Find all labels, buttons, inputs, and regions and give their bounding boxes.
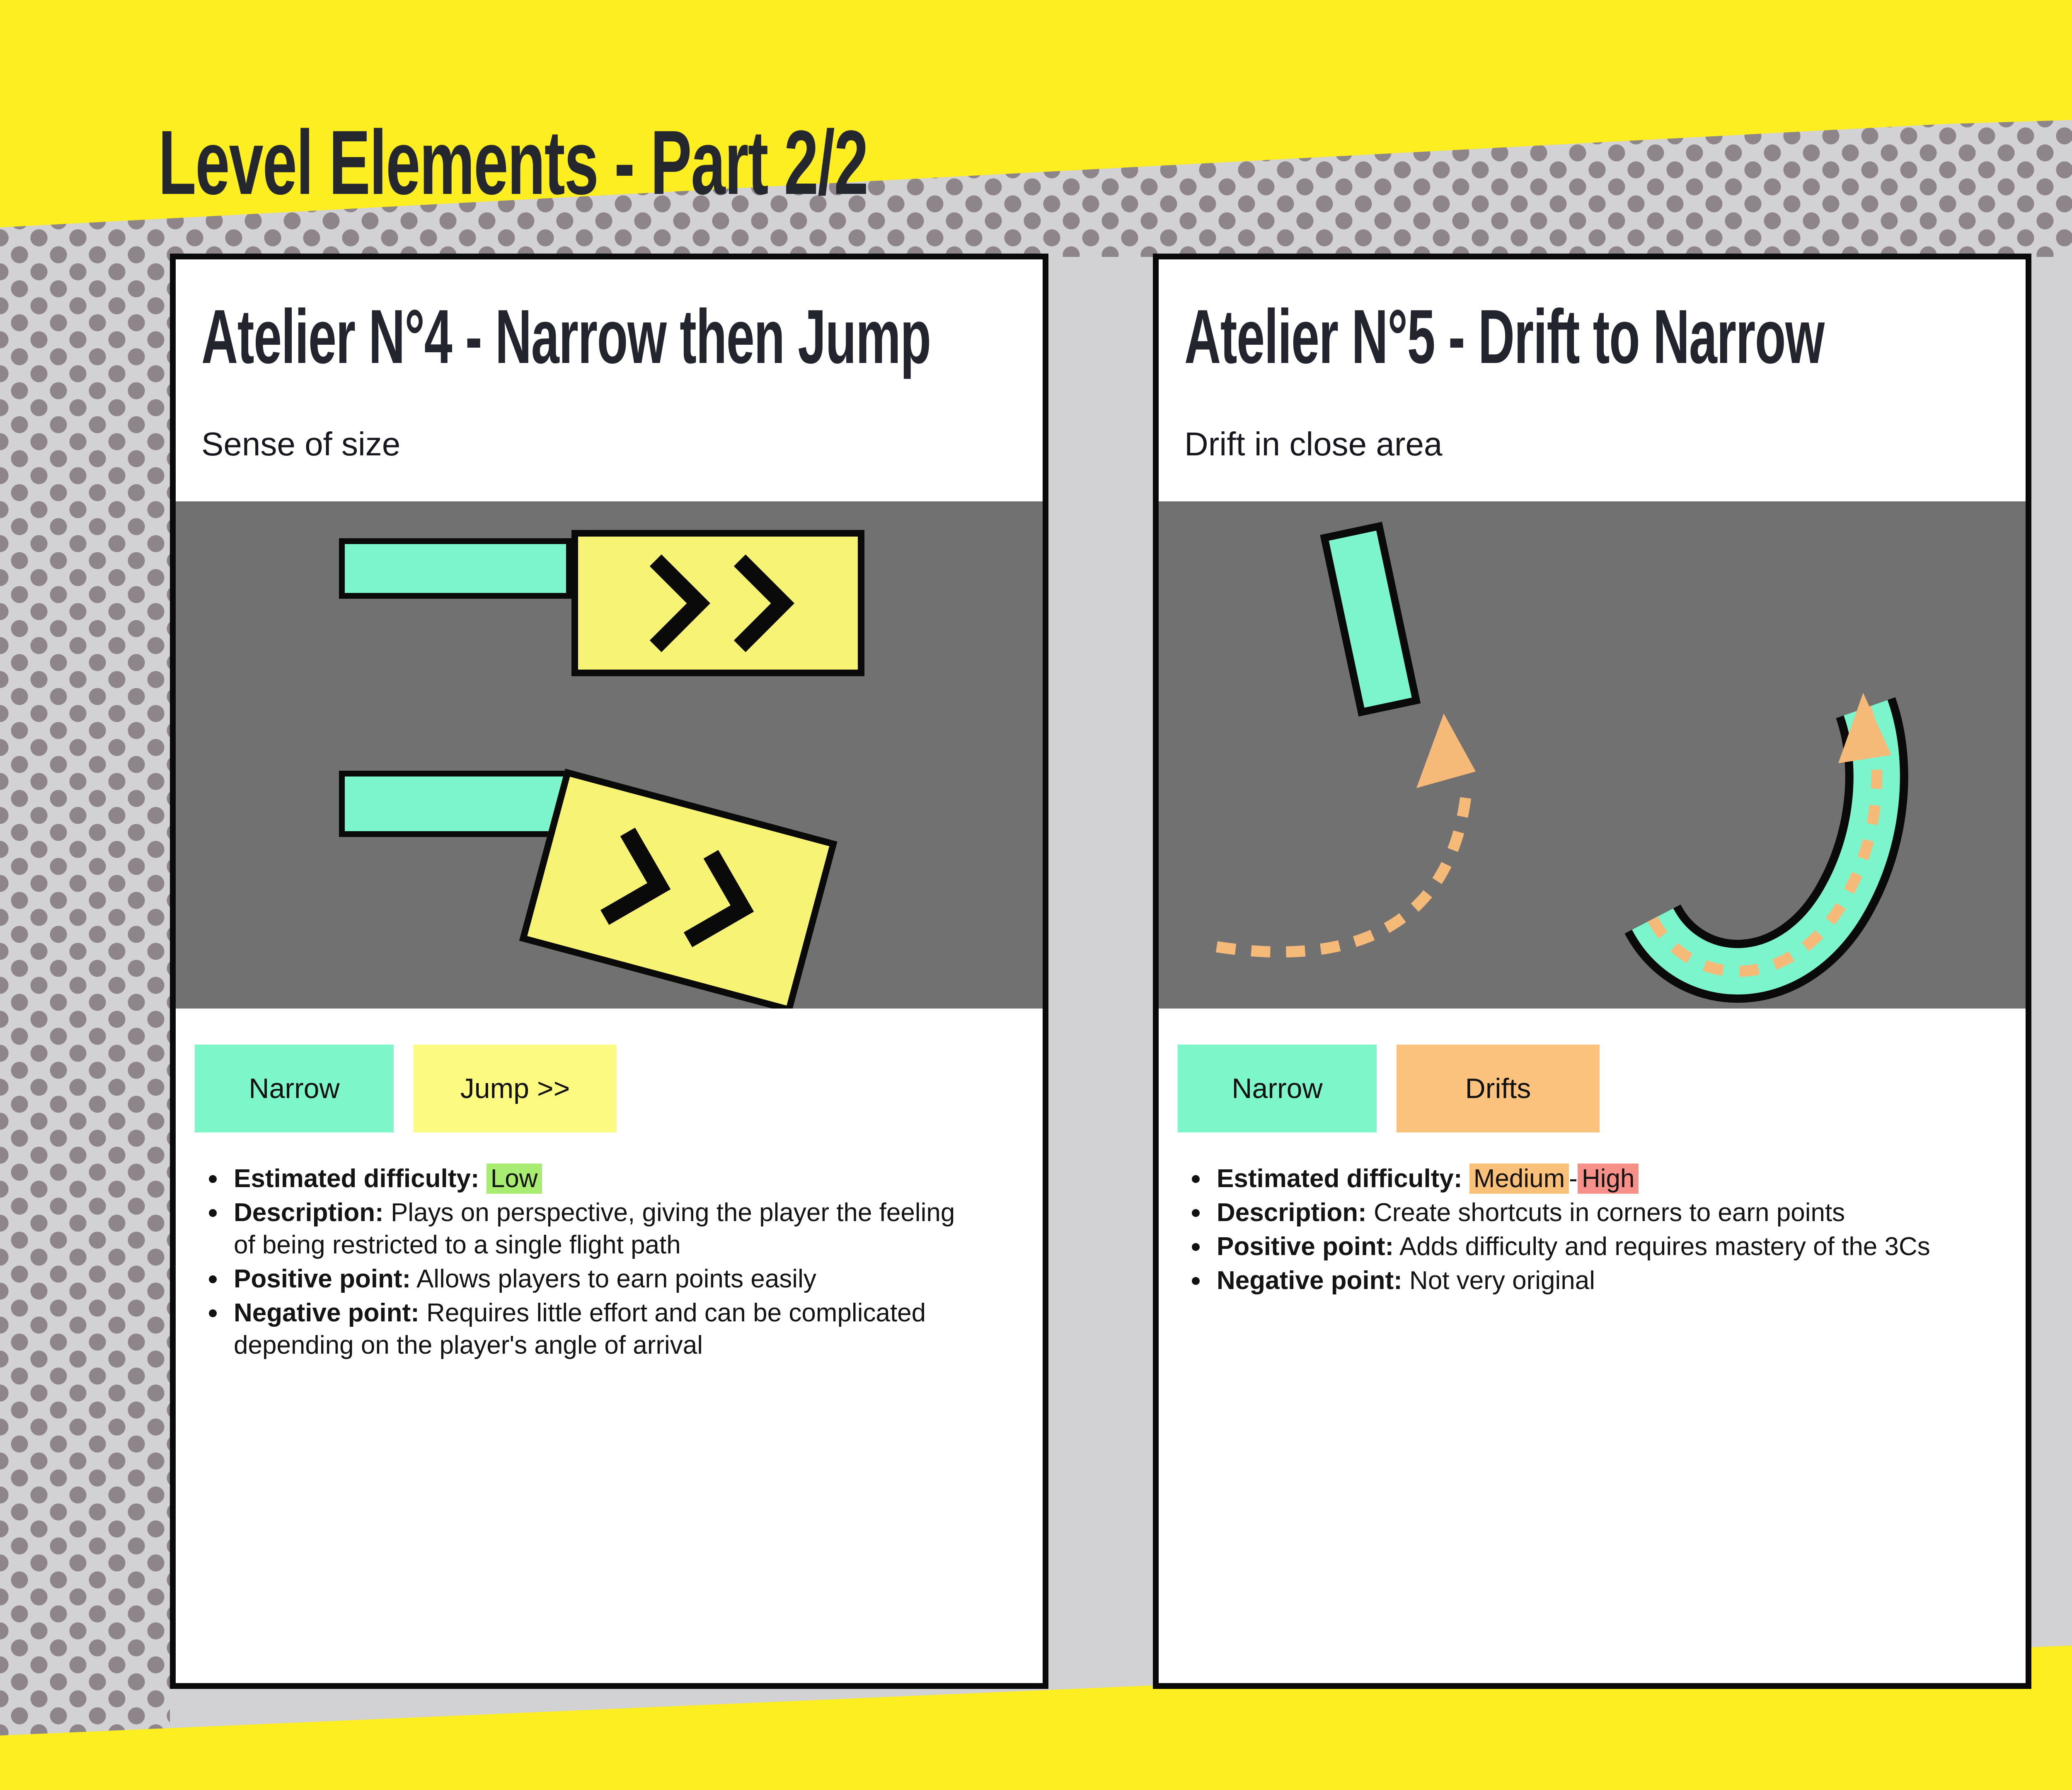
arrow-icon: [1838, 693, 1891, 763]
difficulty-badge: Low: [486, 1164, 542, 1194]
narrow-passage-shape: [339, 771, 572, 837]
bullet-difficulty: Estimated difficulty: Low: [205, 1163, 975, 1195]
halftone-pattern-left: [0, 0, 170, 1790]
difficulty-badge: High: [1577, 1164, 1639, 1194]
chevron-icon: [649, 554, 710, 652]
tag-jump: Jump >>: [414, 1045, 617, 1132]
tag-narrow: Narrow: [1178, 1045, 1377, 1132]
bullet-negative: Negative point: Requires little effort a…: [205, 1297, 975, 1362]
difficulty-badge: Medium: [1469, 1164, 1569, 1194]
card-subtitle: Drift in close area: [1184, 426, 1443, 462]
bullet-list: Estimated difficulty: Low Description: P…: [205, 1163, 975, 1363]
level-graphic-panel: [1159, 501, 2026, 1009]
bullet-description: Description: Plays on perspective, givin…: [205, 1197, 975, 1261]
card-title: Atelier N°4 - Narrow then Jump: [201, 294, 931, 380]
bullet-description: Description: Create shortcuts in corners…: [1188, 1197, 1958, 1229]
jump-pad-shape-rotated: [519, 769, 838, 1009]
bullet-negative: Negative point: Not very original: [1188, 1265, 1958, 1297]
card-atelier-4: Atelier N°4 - Narrow then Jump Sense of …: [170, 254, 1048, 1689]
bullet-list: Estimated difficulty: Medium-High Descri…: [1188, 1163, 1958, 1299]
page-title: Level Elements - Part 2/2: [158, 111, 869, 214]
card-title: Atelier N°5 - Drift to Narrow: [1184, 294, 1825, 380]
chevron-icon: [733, 554, 794, 652]
narrow-passage-shape: [339, 538, 572, 599]
card-atelier-5: Atelier N°5 - Drift to Narrow Drift in c…: [1153, 254, 2031, 1689]
card-subtitle: Sense of size: [201, 426, 401, 462]
chevron-icon: [683, 849, 754, 947]
tag-narrow: Narrow: [195, 1045, 394, 1132]
drift-path-dashed: [1648, 706, 1883, 977]
level-graphic-panel: [176, 501, 1043, 1009]
tag-drifts: Drifts: [1397, 1045, 1600, 1132]
drift-path-dashed: [1215, 793, 1472, 958]
narrow-passage-shape: [1320, 522, 1421, 717]
bullet-difficulty: Estimated difficulty: Medium-High: [1188, 1163, 1958, 1195]
jump-pad-shape: [571, 530, 864, 676]
tag-row: Narrow Drifts: [1178, 1045, 1600, 1132]
arrow-icon: [1416, 714, 1476, 788]
bullet-positive: Positive point: Allows players to earn p…: [205, 1263, 975, 1295]
bullet-positive: Positive point: Adds difficulty and requ…: [1188, 1231, 1958, 1263]
tag-row: Narrow Jump >>: [195, 1045, 617, 1132]
chevron-icon: [600, 827, 671, 925]
drift-diagram: [1215, 522, 1908, 1003]
